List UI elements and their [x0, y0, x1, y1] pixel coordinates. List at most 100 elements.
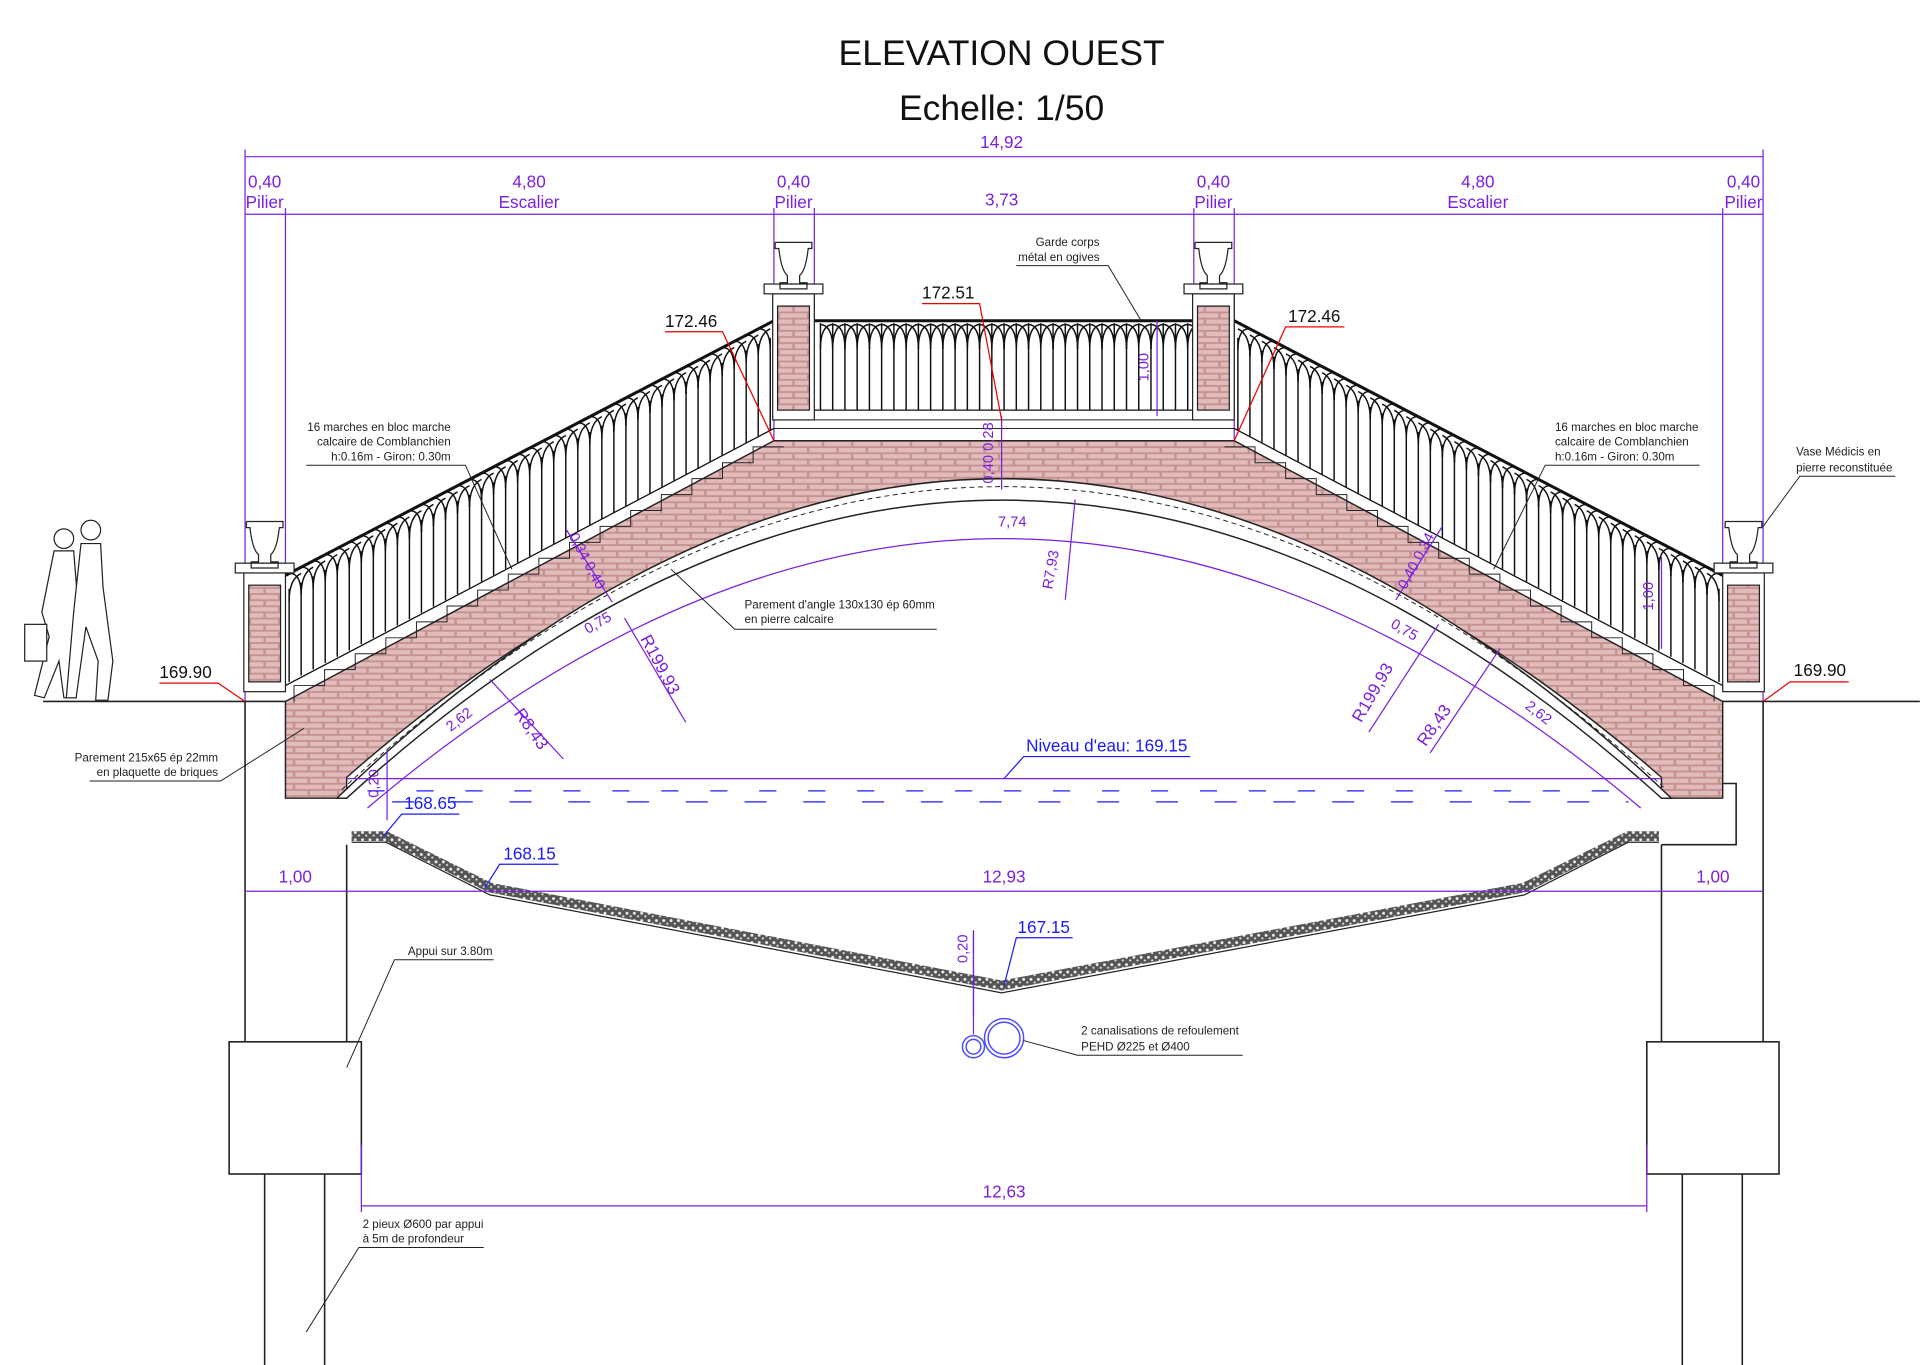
dim-railing-center: 1,00: [1137, 353, 1153, 382]
note-steps-right: 16 marches en bloc marche calcaire de Co…: [1493, 421, 1700, 570]
ogive-arch: [1622, 528, 1636, 558]
level-bed-side: 168.15: [503, 843, 555, 863]
railing-balusters: [288, 323, 1720, 682]
ogive-arch: [480, 472, 495, 501]
vase-icon: [1724, 520, 1763, 569]
ogive-arch: [324, 553, 338, 583]
level-ground-right: 169.90: [1794, 660, 1846, 680]
note-line: en plaquette de briques: [97, 766, 219, 779]
label-pilier-1: Pilier: [246, 192, 284, 212]
dim-deck-thickness: 0,40 0,28: [981, 422, 997, 483]
label-pilier-3: Pilier: [1194, 192, 1232, 212]
label-pilier-4: Pilier: [1724, 192, 1762, 212]
ogive-arch: [565, 428, 579, 457]
ogive-arch: [1429, 428, 1444, 457]
note-line: Parement d'angle 130x130 ép 60mm: [745, 598, 935, 611]
ogive-arch: [954, 323, 969, 349]
drawing-scale: Echelle: 1/50: [899, 88, 1104, 128]
ogive-arch: [1273, 346, 1287, 376]
ogive-arch: [1113, 323, 1128, 349]
ogive-arch: [1138, 323, 1152, 349]
dim-arch-length: 7,74: [998, 514, 1027, 530]
ogive-arch: [408, 509, 423, 539]
ogive-arch: [917, 323, 932, 349]
ogive-arch: [673, 371, 687, 401]
ogive-arch: [905, 323, 920, 349]
ogive-arch: [504, 459, 519, 489]
ogive-arch: [966, 323, 981, 349]
ogive-arch: [1573, 503, 1588, 533]
ogive-arch: [444, 491, 459, 520]
ogive-arch: [1040, 323, 1054, 349]
pillar-with-vase: [763, 241, 824, 421]
ogive-arch: [1076, 323, 1091, 349]
label-pilier-2: Pilier: [774, 192, 812, 212]
level-markers: 172.46 172.51 172.46 169.90 169.90 Nivea…: [159, 283, 1849, 986]
ogive-arch: [516, 453, 531, 482]
ogive-arch: [432, 497, 447, 526]
ogive-arch: [396, 516, 411, 545]
channel-bed: [351, 831, 1660, 991]
ogive-arch: [1003, 323, 1018, 349]
drawing-title: ELEVATION OUEST: [839, 33, 1165, 73]
ogive-arch: [661, 378, 675, 407]
vase-icon: [1194, 241, 1233, 290]
ogive-arch: [1525, 478, 1540, 507]
ogive-arch: [1309, 365, 1323, 395]
pillar-with-vase: [1183, 241, 1244, 421]
ogive-arch: [420, 503, 435, 533]
ogive-arch: [372, 528, 387, 558]
ogive-arch: [1237, 328, 1251, 357]
ogive-arch: [1489, 459, 1504, 489]
pillar-with-vase: [1713, 520, 1774, 693]
ogive-arch: [1089, 323, 1103, 349]
arch-dashed-line: [341, 486, 1667, 790]
ogive-arch: [1027, 323, 1042, 349]
note-line: calcaire de Comblanchien: [317, 436, 451, 449]
pipes: [961, 930, 1025, 1059]
ogive-arch: [336, 547, 351, 576]
ogive-arch: [1417, 422, 1432, 451]
dim-pilier-1: 0,40: [248, 171, 281, 191]
dim-pilier-3: 0,40: [1197, 171, 1230, 191]
ogive-arch: [929, 323, 944, 349]
ogive-arch: [613, 403, 627, 432]
ogive-arch: [1321, 371, 1335, 401]
ogive-arch: [1513, 472, 1528, 501]
ogive-arch: [1634, 535, 1648, 564]
ogive-arch: [1585, 509, 1600, 539]
ogive-arch: [1561, 497, 1576, 526]
note-brick-facing: Parement 215x65 ép 22mm en plaquette de …: [75, 727, 305, 782]
note-vase: Vase Médicis en pierre reconstituée: [1762, 445, 1896, 527]
ogive-arch: [844, 323, 858, 349]
overall-dimension: 14,92: [245, 132, 1764, 158]
dim-large-radius-right: R199,93: [1347, 659, 1397, 725]
note-railing: Garde corps métal en ogives: [1016, 236, 1142, 321]
ogive-arch: [856, 323, 871, 349]
ogive-arch: [456, 484, 471, 514]
ogive-arch: [868, 323, 883, 349]
ogive-arch: [745, 334, 759, 363]
railing-center: [814, 319, 1194, 411]
ogive-arch: [1249, 334, 1263, 363]
foundations: [228, 1041, 1780, 1365]
ogive-arch: [757, 328, 771, 357]
ogive-arch: [1285, 353, 1299, 382]
note-line: pierre reconstituée: [1796, 461, 1892, 474]
ogive-arch: [1125, 323, 1140, 349]
note-line: 2 canalisations de refoulement: [1081, 1024, 1239, 1037]
note-line: PEHD Ø225 et Ø400: [1081, 1040, 1190, 1053]
level-deck-top: 172.51: [922, 283, 974, 303]
ogive-arch: [880, 323, 895, 349]
ogive-arch: [553, 434, 567, 464]
ogive-arch: [1465, 447, 1480, 476]
foundation-dimension: 12,63: [360, 1144, 1648, 1212]
ogive-arch: [492, 466, 507, 495]
arch-stone-band: [335, 478, 1674, 799]
level-stair-top-right: 172.46: [1288, 306, 1340, 326]
ogive-arch: [577, 422, 591, 451]
note-line: métal en ogives: [1018, 251, 1100, 264]
ogive-arch: [831, 323, 846, 349]
level-water: Niveau d'eau: 169.15: [1026, 736, 1187, 756]
pillars: [234, 241, 1774, 693]
